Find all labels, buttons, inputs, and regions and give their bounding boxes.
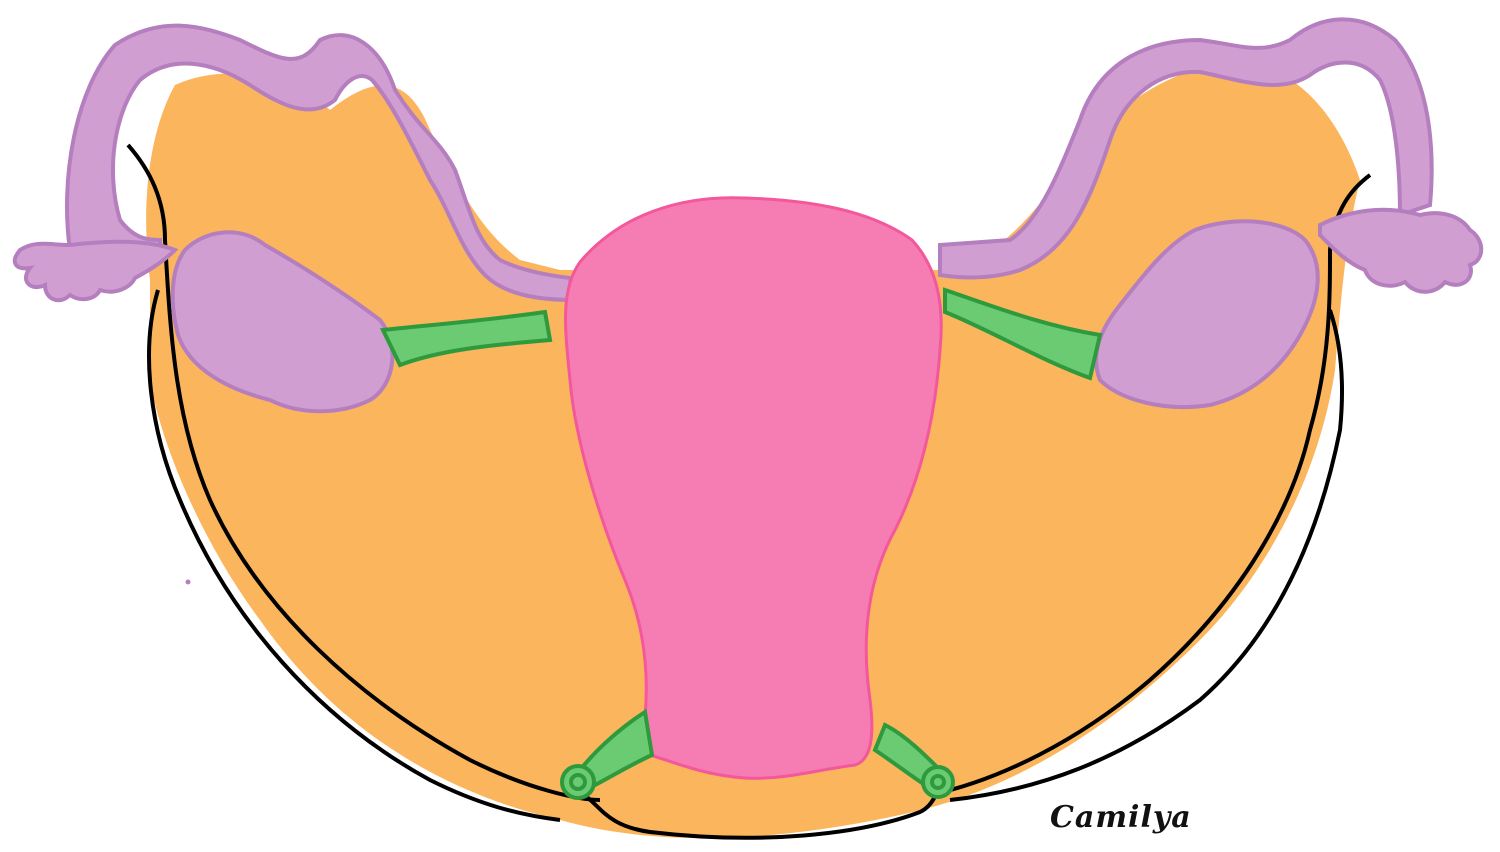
stray-dot: [186, 580, 191, 585]
right-round-ligament-end-inner: [932, 776, 944, 788]
left-round-ligament-end-inner: [571, 775, 585, 789]
artist-signature: Camilya: [1050, 800, 1192, 835]
right-fimbriae: [1320, 210, 1481, 292]
